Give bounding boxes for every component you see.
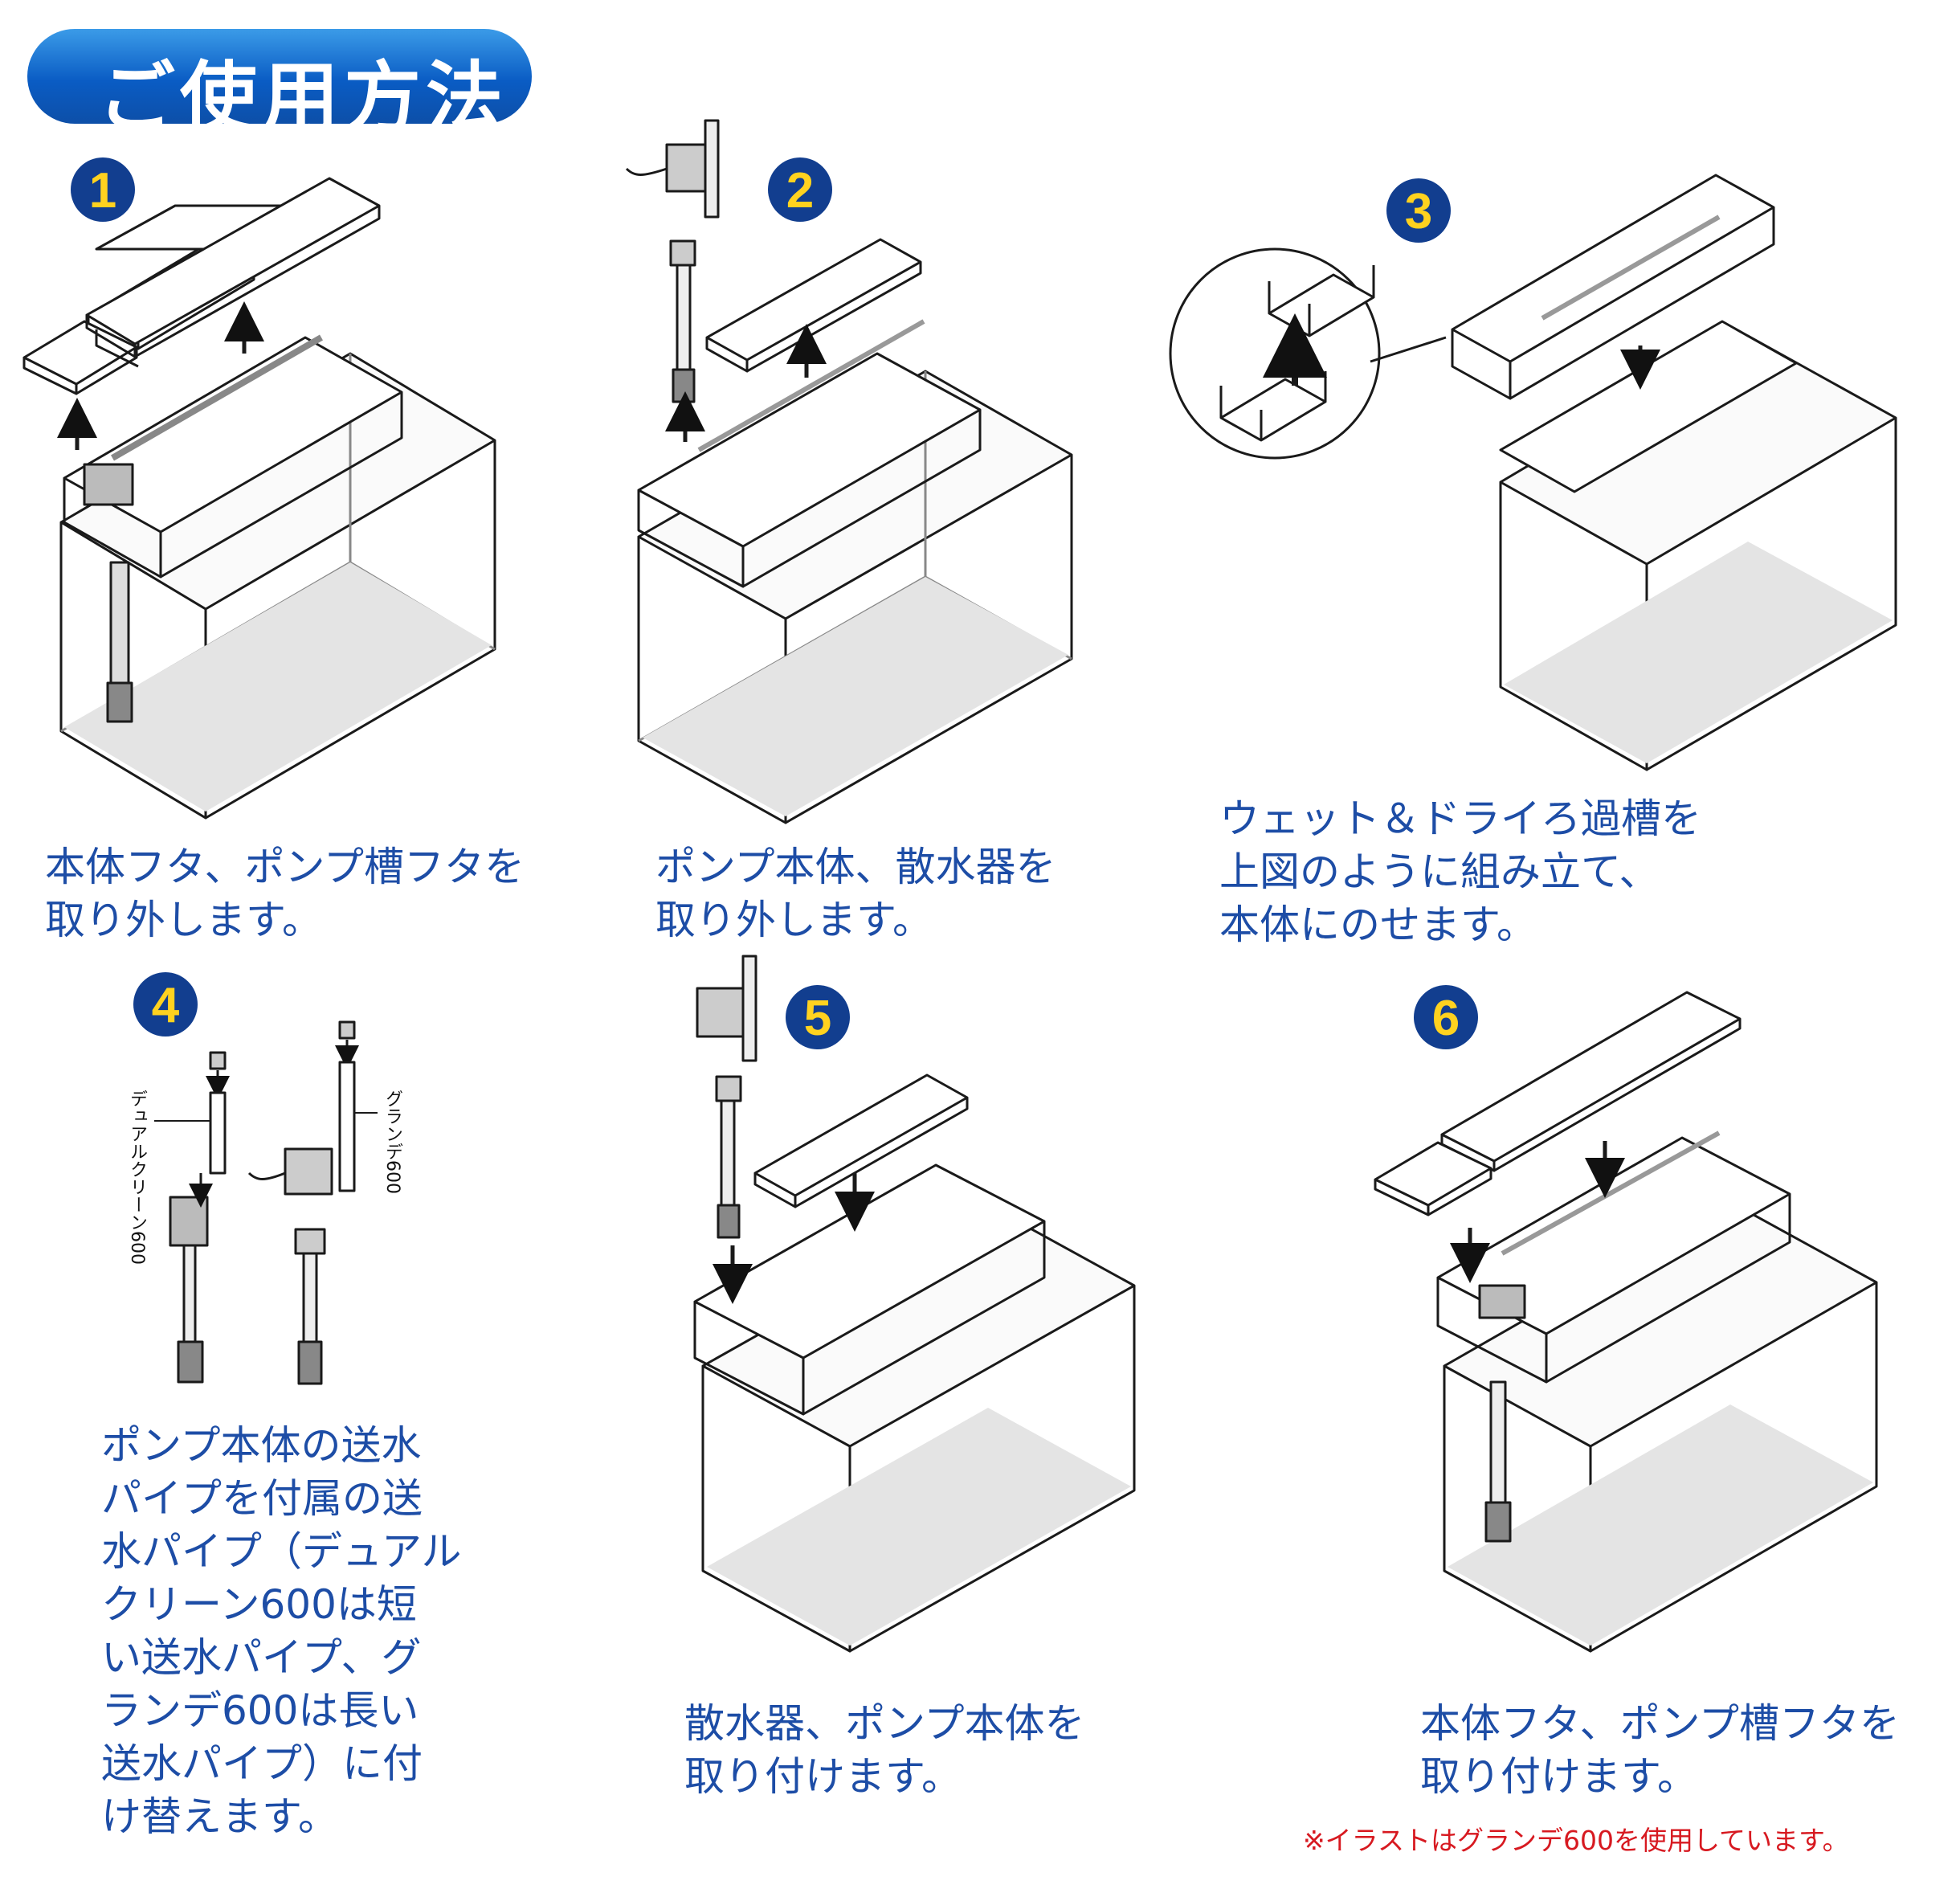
step-5-badge: 5 [786,985,850,1049]
label-grande-600: グランデ600 [382,1090,402,1194]
step-1-illustration [22,177,496,820]
step-1-badge: 1 [71,157,135,222]
label-dual-clean-600: デュアルクリーン600 [127,1090,147,1265]
step-2-caption: ポンプ本体、散水器を 取り外します。 [655,844,1056,943]
step-4-badge: 4 [133,972,198,1036]
step-4-illustration [154,1020,378,1385]
step-3-caption: ウェット＆ドライろ過槽を 上図のように組み立て、 本体にのせます。 [1219,795,1701,948]
step-2-illustration [625,119,1073,824]
page-title: ご使用方法 [98,53,508,143]
step-5-caption: 散水器、ポンプ本体を 取り付けます。 [684,1700,1085,1800]
step-6-caption: 本体フタ、ポンプ槽フタを 取り付けます。 [1420,1700,1900,1800]
step-2-badge: 2 [768,157,832,222]
step-1-caption: 本体フタ、ポンプ槽フタを 取り外します。 [45,844,525,943]
title-banner: ご使用方法 [27,29,532,143]
step-5-illustration [693,955,1136,1653]
step-6-badge: 6 [1414,985,1478,1049]
step-6-illustration [1374,991,1878,1653]
step-3-illustration [1169,174,1897,771]
illustration-footnote: ※イラストはグランデ600を使用しています。 [1303,1825,1849,1856]
step-3-badge: 3 [1386,178,1451,243]
step-4-caption: ポンプ本体の送水 パイプを付属の送 水パイプ（デュアル クリーン600は短 い送… [101,1422,462,1840]
